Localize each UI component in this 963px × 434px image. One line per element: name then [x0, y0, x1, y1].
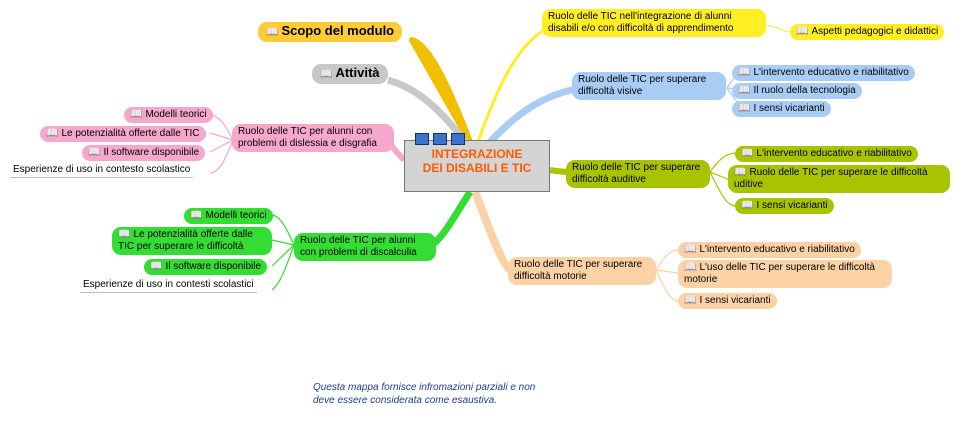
open-book-icon: 📖 — [46, 128, 59, 139]
open-book-icon: 📖 — [320, 69, 333, 80]
open-book-icon: 📖 — [734, 167, 747, 178]
central-topic-line-2: DEI DISABILI E TIC — [422, 161, 532, 175]
node-label: Il software disponibile — [165, 261, 262, 272]
node-label: Le potenzialità offerte dalle TIC per su… — [118, 229, 253, 252]
node-label: Aspetti pedagogici e didattici — [811, 26, 939, 37]
node-label: L'uso delle TIC per superare le difficol… — [684, 262, 875, 285]
open-book-icon: 📖 — [190, 210, 203, 221]
node-label: Attività — [335, 65, 380, 80]
central-topic-line-1: INTEGRAZIONE — [431, 147, 523, 161]
node-uditive-child-2[interactable]: 📖Ruolo delle TIC per superare le diffico… — [728, 165, 950, 193]
node-label: Scopo del modulo — [281, 23, 395, 38]
node-label: Modelli teorici — [145, 109, 207, 120]
node-difficolta-visive[interactable]: Ruolo delle TIC per superare difficoltà … — [572, 72, 726, 100]
open-book-icon: 📖 — [738, 103, 751, 114]
open-book-icon: 📖 — [130, 109, 143, 120]
open-book-icon: 📖 — [684, 262, 697, 273]
node-dislessia-child-4[interactable]: Esperienze di uso in contesto scolastico — [10, 163, 194, 178]
open-book-icon: 📖 — [738, 85, 751, 96]
node-label: Ruolo delle TIC nell'integrazione di alu… — [548, 11, 734, 34]
node-discalculia[interactable]: Ruolo delle TIC per alunni con problemi … — [294, 233, 436, 261]
node-ruolo-integrazione[interactable]: Ruolo delle TIC nell'integrazione di alu… — [542, 9, 766, 37]
node-label: L'intervento educativo e riabilitativo — [753, 67, 909, 78]
node-difficolta-motorie[interactable]: Ruolo delle TIC per superare difficoltà … — [508, 257, 656, 285]
open-book-icon: 📖 — [684, 295, 697, 306]
node-label: Ruolo delle TIC per superare difficoltà … — [514, 259, 643, 282]
open-book-icon: 📖 — [684, 244, 697, 255]
node-label: L'intervento educativo e riabilitativo — [756, 148, 912, 159]
open-book-icon: 📖 — [796, 26, 809, 37]
node-label: Il software disponibile — [103, 147, 200, 158]
toolbar-square-icon — [433, 133, 447, 145]
node-label: Ruolo delle TIC per superare difficoltà … — [572, 162, 701, 185]
node-label: I sensi vicarianti — [753, 103, 825, 114]
open-book-icon: 📖 — [741, 148, 754, 159]
node-motorie-child-1[interactable]: 📖L'intervento educativo e riabilitativo — [678, 242, 861, 258]
open-book-icon: 📖 — [741, 200, 754, 211]
node-label: L'intervento educativo e riabilitativo — [699, 244, 855, 255]
open-book-icon: 📖 — [118, 229, 131, 240]
node-label: Le potenzialità offerte dalle TIC — [61, 128, 200, 139]
node-label: Modelli teorici — [205, 210, 267, 221]
node-motorie-child-2[interactable]: 📖L'uso delle TIC per superare le diffico… — [678, 260, 892, 288]
node-visive-child-2[interactable]: 📖Il ruolo della tecnologia — [732, 83, 862, 99]
node-label: Ruolo delle TIC per superare le difficol… — [734, 167, 928, 190]
node-uditive-child-1[interactable]: 📖L'intervento educativo e riabilitativo — [735, 146, 918, 162]
node-aspetti-pedagogici[interactable]: 📖Aspetti pedagogici e didattici — [790, 24, 945, 40]
node-difficolta-uditive[interactable]: Ruolo delle TIC per superare difficoltà … — [566, 160, 710, 188]
open-book-icon: 📖 — [738, 67, 751, 78]
node-dislessia-child-3[interactable]: 📖Il software disponibile — [82, 145, 206, 161]
node-discalculia-child-3[interactable]: 📖Il software disponibile — [144, 259, 268, 275]
node-discalculia-child-2[interactable]: 📖Le potenzialità offerte dalle TIC per s… — [112, 227, 272, 255]
node-label: Esperienze di uso in contesto scolastico — [13, 164, 191, 175]
node-attivita[interactable]: 📖Attività — [312, 64, 388, 84]
node-dislessia-child-1[interactable]: 📖Modelli teorici — [124, 107, 213, 123]
node-dislessia-child-2[interactable]: 📖Le potenzialità offerte dalle TIC — [40, 126, 206, 142]
node-label: I sensi vicarianti — [756, 200, 828, 211]
node-label: Ruolo delle TIC per alunni con problemi … — [300, 235, 417, 258]
node-label: I sensi vicarianti — [699, 295, 771, 306]
node-scopo-del-modulo[interactable]: 📖Scopo del modulo — [258, 22, 403, 42]
node-visive-child-3[interactable]: 📖I sensi vicarianti — [732, 101, 831, 117]
disclaimer-note: Questa mappa fornisce infromazioni parzi… — [313, 382, 536, 406]
central-topic[interactable]: INTEGRAZIONE DEI DISABILI E TIC — [404, 133, 550, 192]
toolbar-square-icon — [451, 133, 465, 145]
open-book-icon: 📖 — [266, 27, 279, 38]
node-label: Ruolo delle TIC per alunni con problemi … — [238, 126, 377, 149]
node-label: Ruolo delle TIC per superare difficoltà … — [578, 74, 707, 97]
node-visive-child-1[interactable]: 📖L'intervento educativo e riabilitativo — [732, 65, 915, 81]
node-motorie-child-3[interactable]: 📖I sensi vicarianti — [678, 293, 777, 309]
node-label: Esperienze di uso in contesti scolastici — [83, 279, 254, 290]
node-label: Il ruolo della tecnologia — [753, 85, 856, 96]
node-dislessia-disgrafia[interactable]: Ruolo delle TIC per alunni con problemi … — [232, 124, 394, 152]
toolbar-square-icon — [415, 133, 429, 145]
open-book-icon: 📖 — [88, 147, 101, 158]
node-uditive-child-3[interactable]: 📖I sensi vicarianti — [735, 198, 834, 214]
node-discalculia-child-4[interactable]: Esperienze di uso in contesti scolastici — [80, 278, 257, 293]
node-discalculia-child-1[interactable]: 📖Modelli teorici — [184, 208, 273, 224]
open-book-icon: 📖 — [150, 261, 163, 272]
